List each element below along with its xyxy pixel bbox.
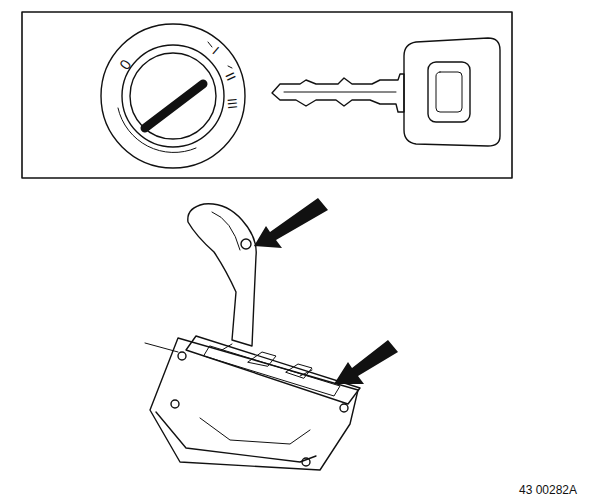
selector-housing xyxy=(145,336,360,470)
switch-position: III xyxy=(225,97,239,109)
selector-lever xyxy=(188,204,256,346)
switch-position: I xyxy=(210,44,221,56)
pointer-arrows xyxy=(254,198,398,384)
switch-position: II xyxy=(224,70,239,82)
ignition-lock xyxy=(101,24,245,168)
switch-position: 0 xyxy=(116,56,133,71)
figure-number: 43 00282A xyxy=(519,484,577,496)
key xyxy=(272,38,500,146)
inset-frame xyxy=(22,12,512,178)
